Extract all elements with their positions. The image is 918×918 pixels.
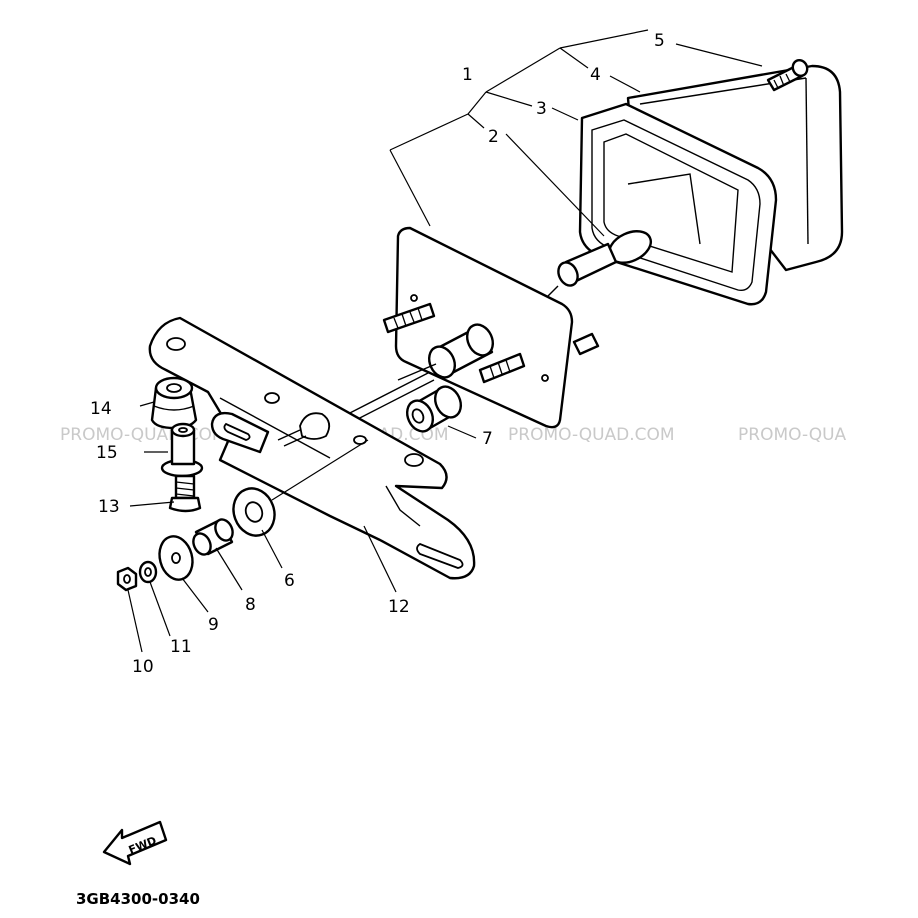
forward-arrow-icon: FWD	[102, 820, 168, 866]
screw	[766, 58, 809, 92]
callout-4: 4	[590, 65, 601, 85]
callout-2: 2	[488, 127, 499, 147]
bulb-and-socket	[547, 230, 652, 297]
watermark-text: PROMO-QUAD.COM	[508, 425, 675, 445]
callout-9: 9	[208, 615, 219, 635]
watermark-text-partial: PROMO-QUA	[738, 425, 847, 445]
callout-1: 1	[462, 65, 473, 85]
callout-10: 10	[132, 657, 154, 677]
flat-washer	[232, 487, 276, 537]
bolt	[168, 474, 202, 513]
watermark-text: PROMO-QUAD.COM	[60, 425, 227, 445]
callout-5: 5	[654, 31, 665, 51]
callout-13: 13	[98, 497, 120, 517]
grommet-lower	[405, 385, 463, 433]
rubber-grommet	[150, 376, 198, 430]
callout-labels: 1 2 3 4 5 6 7 8 9 10 11 12 13 14 15	[90, 31, 665, 677]
callout-6: 6	[284, 571, 295, 591]
leader-lines	[127, 29, 763, 653]
callout-3: 3	[536, 99, 547, 119]
part-code: 3GB4300-0340	[76, 890, 200, 908]
spacer	[192, 518, 234, 556]
callout-11: 11	[170, 637, 192, 657]
callout-15: 15	[96, 443, 118, 463]
callout-7: 7	[482, 429, 493, 449]
collar	[160, 422, 204, 478]
callout-14: 14	[90, 399, 112, 419]
license-bracket	[148, 316, 476, 580]
callout-8: 8	[245, 595, 256, 615]
nut	[116, 566, 138, 592]
spring-washer	[138, 560, 158, 584]
callout-12: 12	[388, 597, 410, 617]
plate-washer	[158, 535, 194, 581]
threaded-studs	[382, 302, 526, 384]
wire-leads	[343, 363, 437, 425]
grommet-upper	[427, 323, 495, 379]
